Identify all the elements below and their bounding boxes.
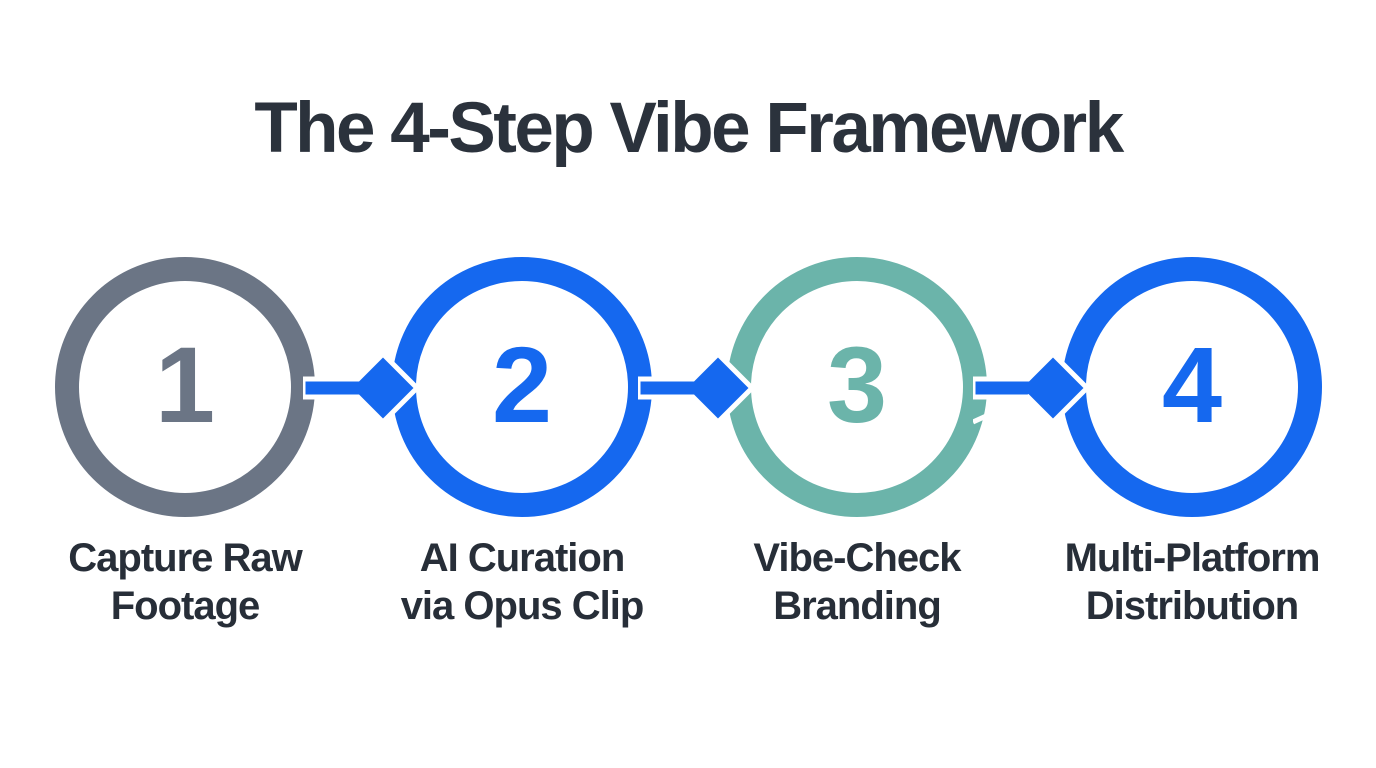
step-3-number: 3 [826, 324, 888, 445]
step-2-number: 2 [491, 324, 553, 445]
step-2-label: AI Curation via Opus Clip [400, 536, 645, 628]
step-1-label: Capture Raw Footage [68, 536, 303, 628]
arrow-right-icon [303, 350, 421, 426]
diagram-title: The 4-Step Vibe Framework [254, 89, 1124, 168]
step-1-number: 1 [154, 324, 216, 445]
step-1-circle: 1 [55, 257, 315, 517]
arrow-right-icon [638, 350, 756, 426]
arrow-right-icon [973, 350, 1091, 426]
step-4-label: Multi-Platform Distribution [1064, 536, 1321, 628]
step-4-number: 4 [1161, 324, 1223, 445]
step-3-label: Vibe-Check Branding [753, 536, 961, 628]
